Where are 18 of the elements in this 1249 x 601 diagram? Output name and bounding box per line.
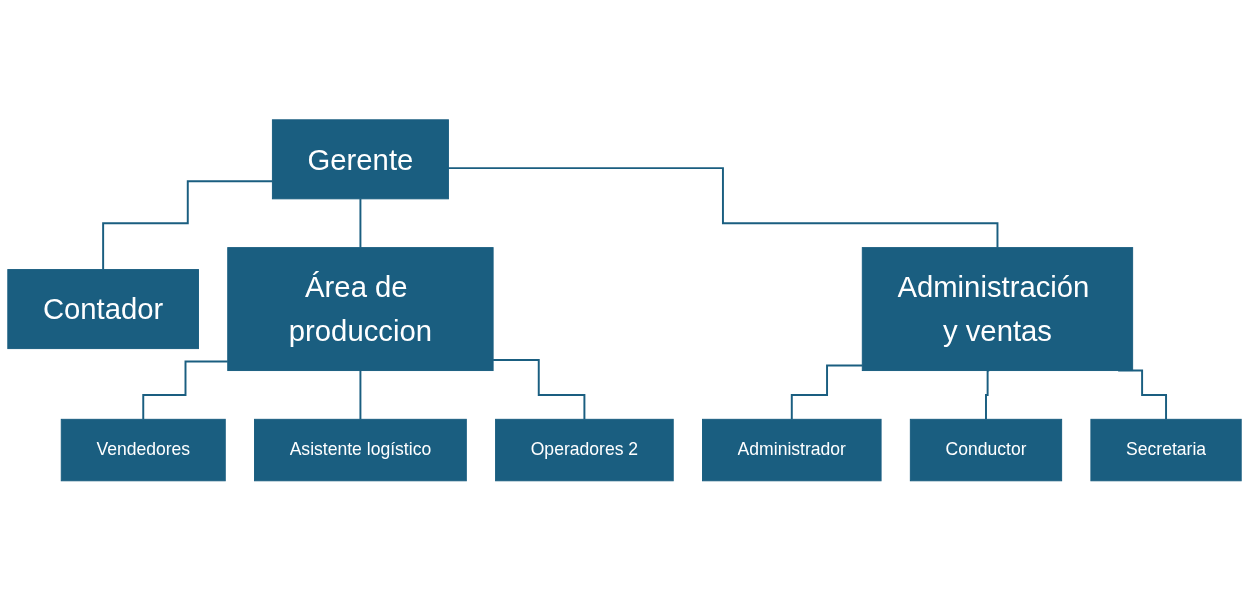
- connector: [790, 364, 864, 421]
- node-box: Vendedores: [60, 419, 226, 482]
- node-box: Administración y ventas: [861, 247, 1134, 372]
- connector: [492, 359, 586, 421]
- connector: [359, 369, 362, 421]
- node-box: Contador: [7, 269, 199, 350]
- node-box: Conductor: [909, 419, 1063, 482]
- node-box: Secretaria: [1090, 419, 1242, 482]
- node-box: Área de produccion: [227, 247, 494, 372]
- node-box: Gerente: [271, 119, 449, 200]
- connector: [142, 360, 229, 421]
- node-box: Asistente logístico: [254, 419, 467, 482]
- connector: [359, 198, 362, 249]
- connector: [102, 180, 274, 271]
- node-box: Administrador: [702, 419, 882, 482]
- connector: [447, 167, 999, 249]
- connector: [985, 369, 991, 421]
- node-box: Operadores 2: [495, 419, 674, 482]
